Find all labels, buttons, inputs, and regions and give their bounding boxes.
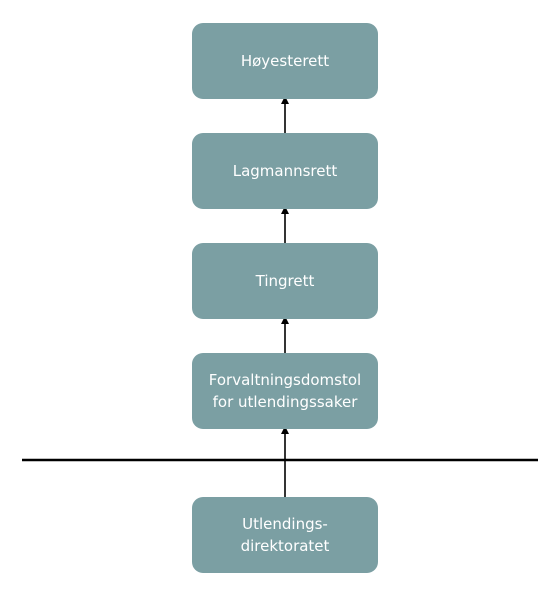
node-label: Høyesterett <box>240 52 330 70</box>
node-label-line-2: for utlendingssaker <box>212 393 358 411</box>
node-forvaltningsdomstol: Forvaltningsdomstol for utlendingssaker <box>192 353 378 429</box>
node-label-line-2: direktoratet <box>240 537 330 555</box>
node-tingrett: Tingrett <box>192 243 378 319</box>
node-lagmannsrett: Lagmannsrett <box>192 133 378 209</box>
node-label: Tingrett <box>255 272 315 290</box>
node-label: Lagmannsrett <box>232 162 338 180</box>
node-utlendingsdirektoratet: Utlendings- direktoratet <box>192 497 378 573</box>
node-label-line-1: Forvaltningsdomstol <box>208 371 362 389</box>
node-hoyesterett: Høyesterett <box>192 23 378 99</box>
node-label-line-1: Utlendings- <box>242 515 328 533</box>
